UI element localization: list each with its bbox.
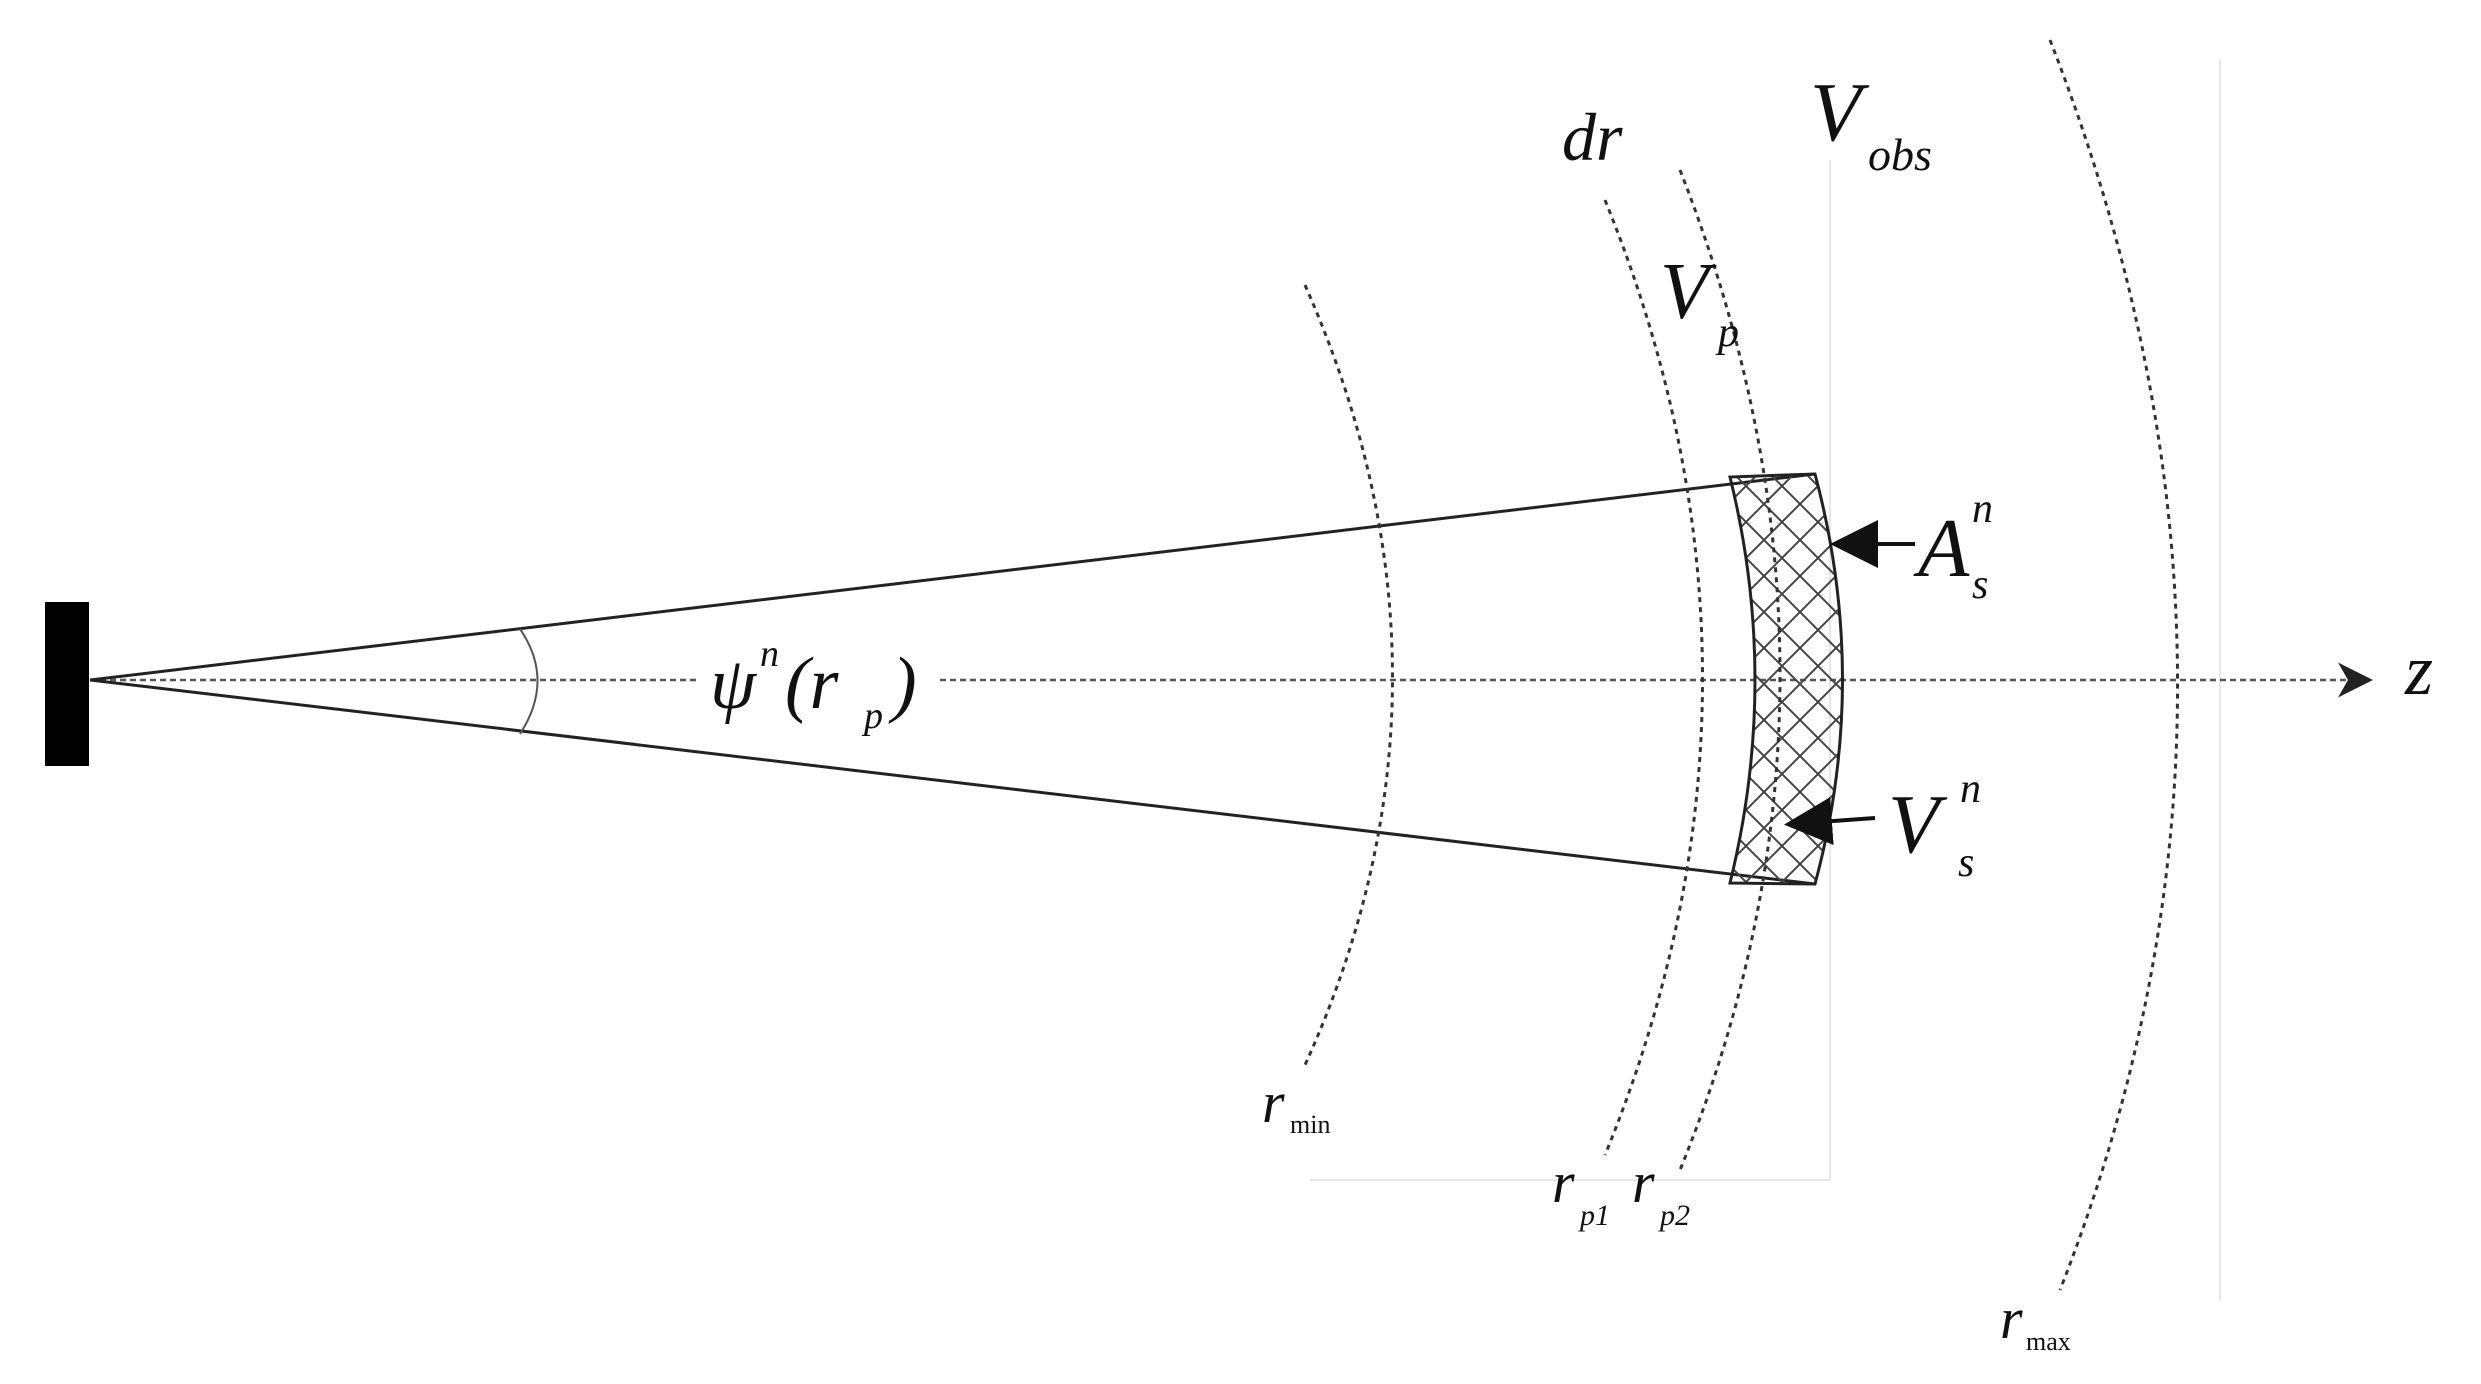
svg-text:obs: obs <box>1868 129 1932 180</box>
svg-text:n: n <box>760 633 779 675</box>
svg-text:r: r <box>2000 1286 2023 1351</box>
label-r-p1: r p1 <box>1552 1150 1610 1232</box>
svg-text:A: A <box>1913 502 1970 595</box>
svg-text:p2: p2 <box>1658 1199 1690 1232</box>
svg-text:r: r <box>1552 1150 1575 1215</box>
svg-text:p1: p1 <box>1578 1199 1610 1232</box>
label-V-s-n: V n s <box>1888 766 1981 886</box>
label-z-axis: z <box>2404 630 2433 710</box>
svg-text:s: s <box>1958 840 1974 886</box>
beam-angle-arc <box>519 628 539 735</box>
svg-text:p: p <box>1715 310 1739 356</box>
label-r-p2: r p2 <box>1632 1150 1690 1232</box>
svg-text:(r: (r <box>785 643 840 725</box>
arc-r-max <box>2048 39 2180 1291</box>
pointer-V-s <box>1784 797 1876 846</box>
label-psi-n-r-p: ψ n (r p ) <box>700 633 940 737</box>
label-V-obs: V obs <box>1810 66 1932 180</box>
beam-lower-edge <box>89 678 1816 886</box>
beam-upper-edge <box>89 472 1816 682</box>
svg-text:min: min <box>1290 1110 1330 1139</box>
svg-text:r: r <box>1262 1070 1285 1135</box>
arc-r-min <box>1303 284 1394 1066</box>
hatched-range-cell <box>1728 472 1844 886</box>
sensor-block <box>45 602 89 766</box>
arc-r-p2 <box>1678 169 1782 1171</box>
svg-text:ψ: ψ <box>710 643 758 725</box>
svg-text:V: V <box>1810 66 1870 159</box>
svg-text:n: n <box>1972 486 1993 532</box>
label-r-max: r max <box>2000 1286 2071 1356</box>
arc-r-p1 <box>1603 199 1704 1156</box>
label-r-min: r min <box>1262 1070 1330 1139</box>
svg-text:r: r <box>1632 1150 1655 1215</box>
svg-text:V: V <box>1888 778 1948 871</box>
svg-text:max: max <box>2026 1327 2071 1356</box>
label-V-p: V p <box>1660 248 1739 356</box>
svg-text:): ) <box>888 643 917 725</box>
svg-text:s: s <box>1972 562 1988 608</box>
label-A-s-n: A n s <box>1913 486 1993 608</box>
svg-text:V: V <box>1660 248 1717 336</box>
svg-text:n: n <box>1960 766 1981 812</box>
label-dr: dr <box>1562 99 1623 175</box>
svg-text:p: p <box>861 695 883 737</box>
